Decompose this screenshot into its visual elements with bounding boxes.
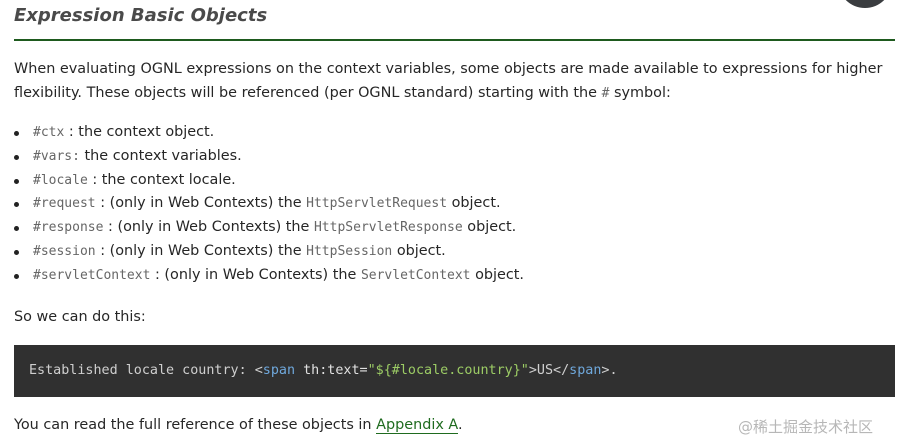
list-item: #servletContext : (only in Web Contexts)… xyxy=(14,264,524,288)
section-title: Expression Basic Objects xyxy=(14,5,268,26)
object-description: the context variables. xyxy=(79,147,242,164)
footer-text: You can read the full reference of these… xyxy=(14,417,377,433)
object-suffix: object. xyxy=(470,266,525,283)
object-suffix: object. xyxy=(447,195,501,212)
object-suffix: object. xyxy=(392,242,446,259)
object-key: #response xyxy=(33,220,104,236)
title-divider xyxy=(14,39,895,41)
hash-symbol-code: # xyxy=(601,85,610,101)
footer-paragraph: You can read the full reference of these… xyxy=(14,413,463,437)
object-description: : (only in Web Contexts) the xyxy=(103,219,314,236)
intro-text-2: symbol: xyxy=(614,84,671,101)
code-example-block: Established locale country: <span th:tex… xyxy=(14,345,895,397)
list-item: #request : (only in Web Contexts) the Ht… xyxy=(14,192,524,216)
code-prefix: Established locale country: < xyxy=(29,363,263,378)
object-class-code: HttpSession xyxy=(306,243,393,259)
object-key: #session xyxy=(33,243,96,259)
object-description: : the context locale. xyxy=(87,171,236,188)
object-class-code: HttpServletRequest xyxy=(306,196,448,212)
object-class-code: HttpServletResponse xyxy=(313,220,463,236)
code-middle: >US</ xyxy=(528,363,570,378)
object-key: #servletContext xyxy=(33,267,151,283)
object-key: #locale xyxy=(33,172,88,188)
object-key: #ctx xyxy=(33,125,65,140)
appendix-a-link[interactable]: Appendix A xyxy=(376,417,459,434)
list-item: #session : (only in Web Contexts) the Ht… xyxy=(14,240,524,264)
object-description: : (only in Web Contexts) the xyxy=(95,195,307,212)
code-attribute: th:text= xyxy=(295,363,368,378)
intro-text-1: When evaluating OGNL expressions on the … xyxy=(14,61,883,101)
code-attribute-value: "${#locale.country}" xyxy=(367,363,529,378)
object-key: #request xyxy=(33,196,96,212)
list-item: #ctx : the context object. xyxy=(14,121,524,145)
example-lead: So we can do this: xyxy=(14,309,146,325)
objects-list: #ctx : the context object. #vars: the co… xyxy=(14,121,524,288)
object-description: : (only in Web Contexts) the xyxy=(150,266,361,283)
object-class-code: ServletContext xyxy=(360,267,471,283)
list-item: #response : (only in Web Contexts) the H… xyxy=(14,216,524,240)
corner-shape xyxy=(838,0,892,8)
object-description: : the context object. xyxy=(64,124,215,140)
intro-paragraph: When evaluating OGNL expressions on the … xyxy=(14,58,894,105)
watermark: @稀土掘金技术社区 xyxy=(738,418,874,436)
object-suffix: object. xyxy=(462,219,517,236)
list-item: #vars: the context variables. xyxy=(14,145,524,169)
code-tag-close: span xyxy=(569,363,602,378)
list-item: #locale : the context locale. xyxy=(14,169,524,193)
object-description: : (only in Web Contexts) the xyxy=(95,242,307,259)
code-suffix: >. xyxy=(601,363,618,378)
object-key: #vars: xyxy=(33,148,80,164)
code-tag-open: span xyxy=(262,363,296,378)
footer-end: . xyxy=(458,417,463,433)
